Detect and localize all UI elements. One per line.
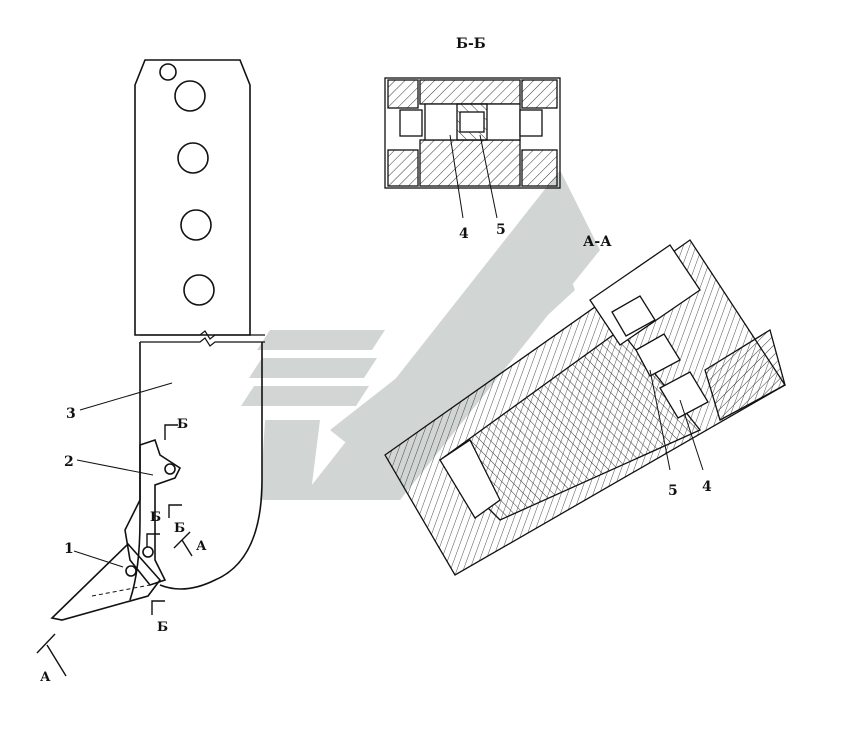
section-mark-a-right: А [196, 539, 207, 554]
section-mark-b-mid2: Б [174, 521, 185, 536]
bb-bottom-right-block [521, 149, 558, 187]
mount-hole-2 [177, 142, 209, 174]
bb-callout-5: 5 [496, 222, 506, 238]
section-a-left-marker [36, 633, 67, 677]
aa-pin-block-1 [611, 295, 656, 337]
bb-bolt-right [519, 109, 543, 137]
section-aa-view [384, 239, 786, 576]
aa-slot-left [439, 439, 501, 519]
leader-2 [76, 459, 154, 476]
bb-pin-core [459, 111, 485, 133]
section-mark-b-bottom: Б [157, 620, 168, 635]
bb-top-right-block [521, 79, 558, 109]
aa-right-channel [704, 328, 786, 421]
bb-bolt-left [399, 109, 423, 137]
bb-leader-4 [449, 134, 464, 219]
main-callout-1: 1 [64, 541, 74, 557]
leader-1 [73, 550, 124, 568]
aa-pin-block-2 [635, 333, 681, 377]
section-mark-b-top: Б [177, 417, 188, 432]
aa-pin-block-3 [659, 371, 709, 419]
break-line-top [140, 330, 265, 340]
section-b-mid1-marker [168, 504, 182, 518]
break-line-bottom [140, 337, 265, 347]
section-b-bottom-marker [151, 600, 165, 615]
bb-bottom-left-block [387, 149, 419, 187]
protector-bolt-top [164, 463, 176, 475]
section-bb-view [384, 77, 561, 219]
shank-lower-outline [129, 342, 263, 601]
ripper-shank-view [36, 59, 265, 677]
watermark-logo [241, 170, 600, 500]
tip-bolt [125, 565, 137, 577]
bb-top-mid-block [419, 79, 521, 105]
leader-3 [79, 382, 173, 411]
shank-protector [124, 438, 182, 586]
section-b-mid2-marker [146, 533, 160, 547]
section-a-right-marker [173, 531, 193, 557]
mount-hole-1 [174, 80, 206, 112]
aa-callout-5: 5 [668, 483, 678, 499]
bb-outer-frame [384, 77, 561, 189]
section-aa-title: А-А [583, 234, 612, 250]
bb-bottom-mid-block [419, 139, 521, 187]
tip-hidden-edge [91, 584, 151, 597]
aa-leader-4 [679, 399, 704, 471]
main-callout-2: 2 [64, 454, 74, 470]
aa-callout-4: 4 [702, 479, 712, 495]
top-pin-hole [159, 63, 177, 81]
mount-hole-4 [183, 274, 215, 306]
section-bb-title: Б-Б [456, 36, 486, 52]
aa-leader-5 [649, 369, 671, 471]
shank-upper-outline [134, 59, 251, 336]
bb-top-left-block [387, 79, 419, 109]
section-b-top-marker [164, 424, 178, 440]
ripper-tip [50, 542, 162, 621]
section-mark-a-left: А [40, 670, 51, 685]
mount-hole-3 [180, 209, 212, 241]
bb-leader-5 [479, 134, 498, 219]
main-callout-3: 3 [66, 406, 76, 422]
protector-bolt-bottom [142, 546, 154, 558]
section-mark-b-mid1: Б [150, 510, 161, 525]
bb-callout-4: 4 [459, 226, 469, 242]
